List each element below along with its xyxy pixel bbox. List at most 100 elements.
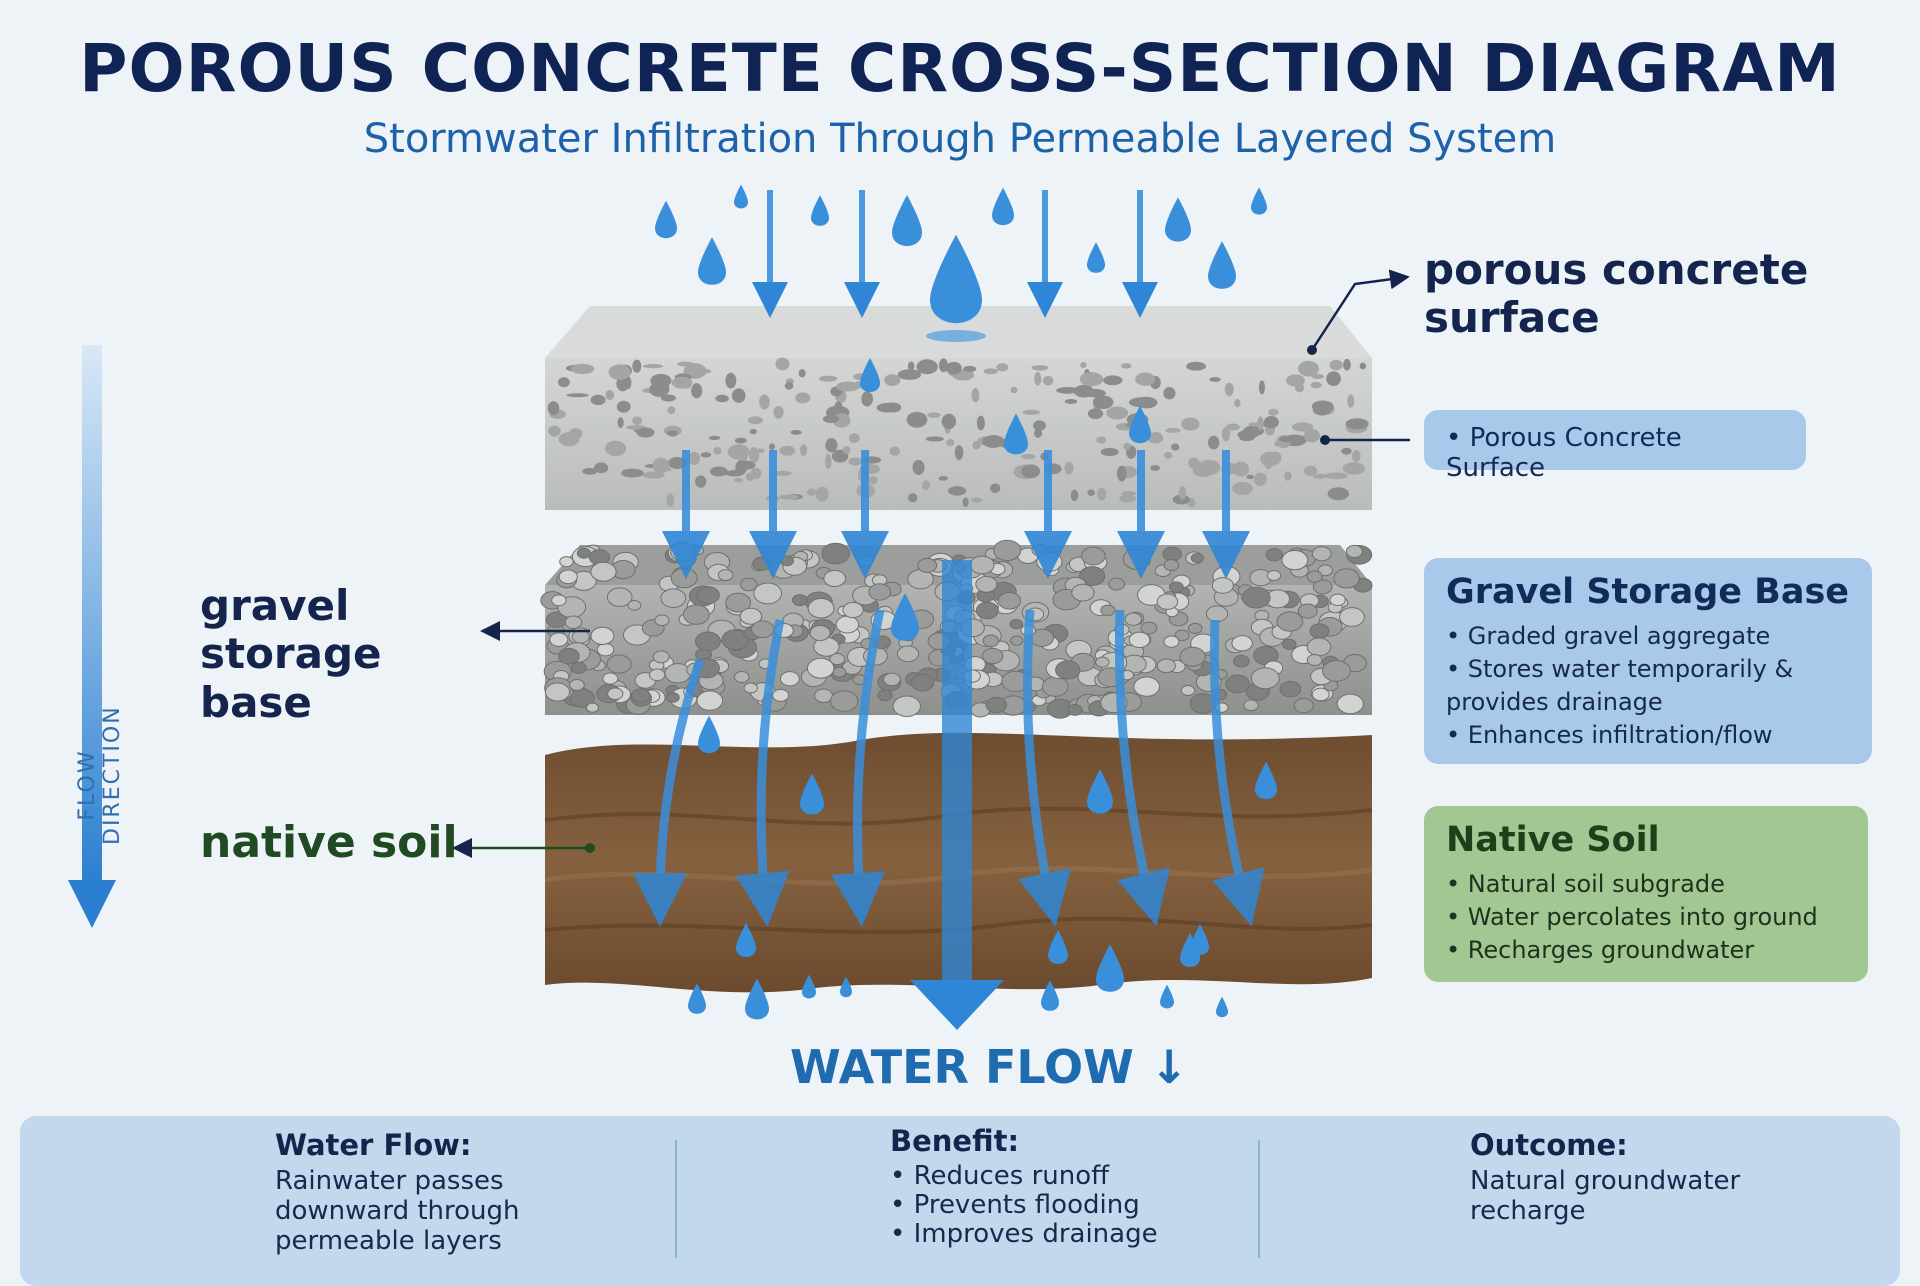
concrete-pore <box>1221 426 1231 442</box>
gravel-card-item: • Graded gravel aggregate <box>1446 622 1771 650</box>
gravel-stone <box>576 547 592 559</box>
gravel-stone <box>1281 550 1309 571</box>
gravel-stone <box>1122 548 1152 570</box>
concrete-pore <box>749 447 760 463</box>
concrete-pore <box>691 383 703 399</box>
concrete-pore <box>1258 380 1265 395</box>
infiltration-drop <box>860 358 880 392</box>
concrete-pore <box>1347 394 1355 408</box>
gravel-stone <box>1311 687 1330 702</box>
concrete-pore <box>1021 464 1041 479</box>
concrete-pore <box>1253 472 1267 487</box>
concrete-pore <box>713 446 722 455</box>
concrete-pore <box>1170 443 1180 451</box>
concrete-pore <box>1121 363 1132 369</box>
concrete-pore <box>1257 416 1264 431</box>
gravel-stone <box>733 671 750 683</box>
gravel-stone <box>1282 638 1297 650</box>
concrete-pore <box>1064 461 1074 475</box>
gravel-stone <box>1162 546 1182 562</box>
concrete-pore <box>1147 432 1164 444</box>
concrete-pore <box>1116 465 1127 482</box>
concrete-pore <box>590 394 606 406</box>
surface-card: • Porous Concrete Surface <box>1424 410 1806 483</box>
gravel-stone <box>1124 612 1142 626</box>
concrete-pore <box>745 472 755 481</box>
gravel-stone <box>1333 568 1360 589</box>
gravel-stone <box>792 594 808 607</box>
gravel-stone <box>975 575 998 593</box>
concrete-pore <box>815 486 829 502</box>
concrete-pore <box>1224 382 1234 397</box>
gravel-stone <box>664 663 692 684</box>
concrete-pore <box>1010 386 1018 394</box>
concrete-pore <box>848 433 860 444</box>
gravel-stone <box>596 642 615 657</box>
gravel-stone <box>780 555 794 567</box>
concrete-pore <box>1042 375 1054 386</box>
gravel-stone <box>558 647 580 665</box>
concrete-pore <box>1246 474 1254 480</box>
concrete-pore <box>608 364 631 381</box>
rain-drop <box>1251 187 1267 215</box>
gravel-stone <box>1010 635 1024 646</box>
concrete-pore <box>636 427 655 438</box>
concrete-pore <box>725 470 744 477</box>
rain-drop <box>734 184 748 209</box>
concrete-pore <box>1150 465 1161 471</box>
concrete-pore <box>1232 481 1253 496</box>
concrete-pore <box>1163 452 1173 459</box>
soil-card-item: • Recharges groundwater <box>1446 936 1755 964</box>
concrete-pore <box>976 415 985 431</box>
concrete-pore <box>570 363 595 375</box>
concrete-pore <box>1239 434 1255 442</box>
concrete-pore <box>725 372 737 389</box>
gravel-stone <box>1036 551 1063 572</box>
concrete-pore <box>972 440 981 450</box>
concrete-pore <box>963 365 977 373</box>
concrete-pore <box>747 416 764 425</box>
concrete-pore <box>695 475 707 488</box>
concrete-pore <box>1248 422 1262 427</box>
seepage-drop <box>745 978 769 1020</box>
concrete-pore <box>1313 473 1327 479</box>
gravel-stone <box>917 557 938 573</box>
concrete-pore <box>582 467 598 475</box>
concrete-pore <box>1020 453 1036 460</box>
concrete-pore <box>861 391 873 407</box>
summary-water-flow-text: Rainwater passes downward through permea… <box>275 1166 520 1256</box>
gravel-stone <box>981 647 1004 665</box>
gravel-stone <box>1174 629 1190 642</box>
concrete-pore <box>1056 386 1080 394</box>
water-flow-label: WATER FLOW ↓ <box>790 1040 1189 1094</box>
gravel-stone <box>997 591 1022 610</box>
gravel-stone <box>1309 623 1330 639</box>
summary-water-flow: Water Flow: Rainwater passes downward th… <box>275 1128 635 1256</box>
gravel-stone <box>1312 579 1333 595</box>
concrete-pore <box>1033 428 1043 438</box>
concrete-pore <box>605 440 627 457</box>
summary-water-flow-title: Water Flow: <box>275 1128 472 1162</box>
concrete-pore <box>1341 447 1352 455</box>
concrete-pore <box>941 413 957 430</box>
concrete-pore <box>1342 462 1366 475</box>
seepage-drop <box>802 974 816 999</box>
concrete-pore <box>916 359 938 375</box>
gravel-stone <box>1231 635 1253 652</box>
concrete-pore <box>925 436 944 442</box>
concrete-pore <box>625 376 632 390</box>
gravel-stone <box>985 696 1007 714</box>
gravel-stone <box>1095 656 1110 668</box>
gravel-stone <box>1179 646 1206 667</box>
concrete-pore <box>1080 361 1087 369</box>
rain-drop <box>930 234 982 324</box>
gravel-stone <box>1168 581 1184 593</box>
concrete-pore <box>1121 491 1136 497</box>
flow-arrow <box>831 609 886 927</box>
gravel-stone <box>606 654 632 674</box>
infiltration-drop <box>891 593 919 641</box>
gravel-stone <box>1345 544 1363 558</box>
seepage-drop <box>1191 924 1209 955</box>
surface-card-bullet: • Porous Concrete Surface <box>1446 423 1682 483</box>
gravel-stone <box>682 604 710 625</box>
